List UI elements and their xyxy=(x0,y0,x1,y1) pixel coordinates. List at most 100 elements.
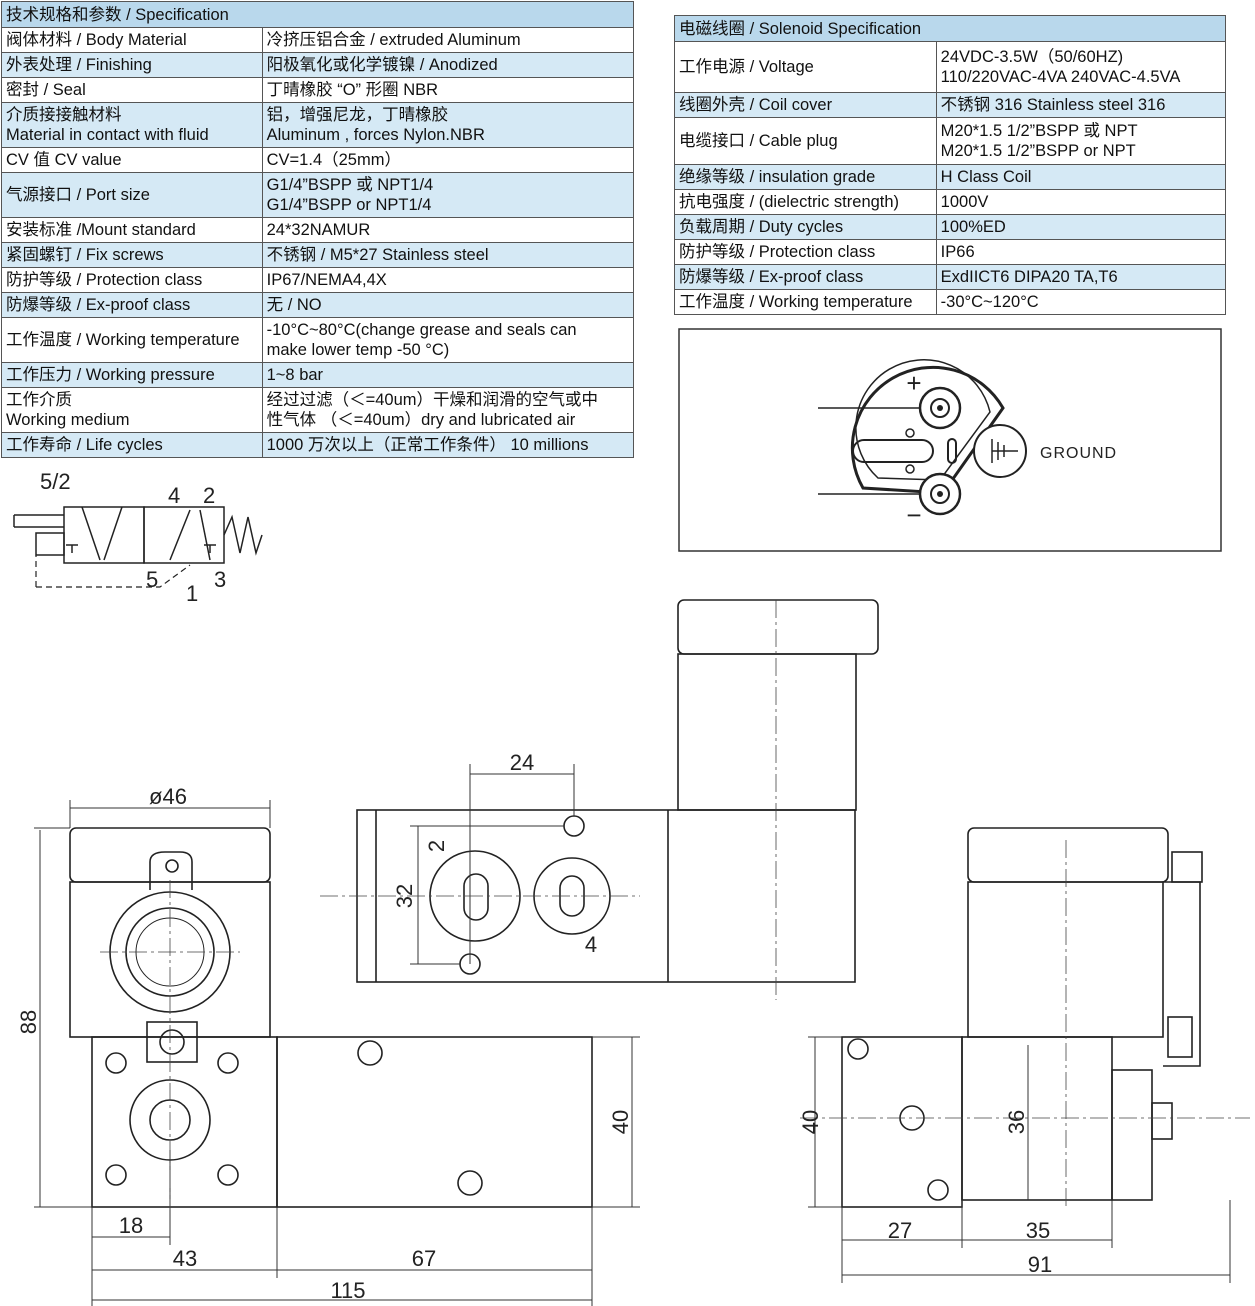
cell-text: ExdIICT6 DIPA20 TA,T6 xyxy=(940,268,1118,286)
row-value: 无 / NO xyxy=(261,292,635,318)
table-row: CV 值 CV value CV=1.4（25mm） xyxy=(1,147,635,173)
cell-text: 防爆等级 / Ex-proof class xyxy=(6,296,191,314)
port-5-label: 5 xyxy=(146,567,158,592)
cell-text: 1~8 bar xyxy=(266,366,324,384)
row-label: 防爆等级 / Ex-proof class xyxy=(1,292,263,318)
row-label: 工作压力 / Working pressure xyxy=(1,362,263,388)
dim-24: 24 xyxy=(510,750,534,775)
row-value: -30°C~120°C xyxy=(935,289,1227,315)
cell-text: 线圈外壳 / Coil cover xyxy=(679,96,833,114)
cell-text: 抗电强度 / (dielectric strength) xyxy=(679,193,900,211)
plus-label: + xyxy=(906,368,921,398)
cell-text: Working medium xyxy=(6,411,130,429)
cell-text: 24VDC-3.5W（50/60HZ) xyxy=(940,48,1124,66)
cell-text: M20*1.5 1/2”BSPP 或 NPT xyxy=(940,122,1138,140)
cell-text: 阀体材料 / Body Material xyxy=(6,31,187,49)
row-value: 不锈钢 / M5*27 Stainless steel xyxy=(261,242,635,268)
row-value: 1~8 bar xyxy=(261,362,635,388)
table-row: 工作介质 Working medium 经过过滤（＜=40um）干燥和润滑的空气或中… xyxy=(1,387,635,433)
cell-text: CV 值 CV value xyxy=(6,151,122,169)
row-value: -10°C~80°C(change grease and seals can ma… xyxy=(261,317,635,363)
row-label: 密封 / Seal xyxy=(1,77,263,103)
minus-label: − xyxy=(906,500,921,530)
cell-text: 铝，增强尼龙，丁晴橡胶 xyxy=(266,106,449,124)
row-value: 1000 万次以上（正常工作条件） 10 millions xyxy=(261,432,635,458)
cell-text: 丁晴橡胶 “O” 形圈 NBR xyxy=(266,81,439,99)
row-label: 电缆接口 / Cable plug xyxy=(674,117,937,165)
table-row: 密封 / Seal 丁晴橡胶 “O” 形圈 NBR xyxy=(1,77,635,103)
cell-text: 防爆等级 / Ex-proof class xyxy=(679,268,864,286)
table-row: 工作寿命 / Life cycles 1000 万次以上（正常工作条件） 10 m… xyxy=(1,432,635,458)
row-value: 1000V xyxy=(935,189,1227,215)
cell-text: IP66 xyxy=(940,243,975,261)
cell-text: 工作介质 xyxy=(6,391,72,409)
cell-text: 工作寿命 / Life cycles xyxy=(6,436,163,454)
cell-text: 1000V xyxy=(940,193,989,211)
cell-text: CV=1.4（25mm） xyxy=(266,151,401,169)
port-4-label: 4 xyxy=(168,483,180,508)
wiring-diagram: + − GROUND xyxy=(678,328,1222,552)
cell-text: M20*1.5 1/2”BSPP or NPT xyxy=(940,142,1136,160)
solenoid-header-row: 电磁线圈 / Solenoid Specification xyxy=(674,15,1226,42)
cell-text: 介质接接触材料 xyxy=(6,106,122,124)
cell-text: make lower temp -50 °C) xyxy=(266,341,450,359)
row-value: 100%ED xyxy=(935,214,1227,240)
cell-text: Aluminum , forces Nylon.NBR xyxy=(266,126,485,144)
table-row: 负载周期 / Duty cycles 100%ED xyxy=(674,214,1227,240)
dim-height-88: 88 xyxy=(16,1010,41,1034)
dim-115: 115 xyxy=(330,1278,365,1303)
dim-18: 18 xyxy=(119,1213,143,1238)
cell-text: 100%ED xyxy=(940,218,1006,236)
port-1-label: 1 xyxy=(186,581,198,606)
table-row: 紧固螺钉 / Fix screws 不锈钢 / M5*27 Stainless s… xyxy=(1,242,635,268)
valve-type-label: 5/2 xyxy=(40,469,71,494)
dim-67: 67 xyxy=(412,1246,436,1271)
row-label: 抗电强度 / (dielectric strength) xyxy=(674,189,937,215)
cell-text: 工作温度 / Working temperature xyxy=(6,331,240,349)
table-row: 防爆等级 / Ex-proof class ExdIICT6 DIPA20 TA,… xyxy=(674,264,1227,290)
cell-text: 24*32NAMUR xyxy=(266,221,371,239)
cell-text: 经过过滤（＜=40um）干燥和润滑的空气或中 xyxy=(266,391,599,409)
port-2-label: 2 xyxy=(203,483,215,508)
row-label: 工作电源 / Voltage xyxy=(674,41,937,93)
cell-text: -10°C~80°C(change grease and seals can xyxy=(266,321,577,339)
top-port-2-label: 2 xyxy=(424,840,449,852)
row-value: M20*1.5 1/2”BSPP 或 NPT M20*1.5 1/2”BSPP o… xyxy=(935,117,1227,165)
cell-text: 负载周期 / Duty cycles xyxy=(679,218,844,236)
cell-text: 阳极氧化或化学镀镍 / Anodized xyxy=(266,56,498,74)
table-row: 防护等级 / Protection class IP66 xyxy=(674,239,1227,265)
row-label: 工作温度 / Working temperature xyxy=(674,289,937,315)
row-value: IP66 xyxy=(935,239,1227,265)
cell-text: 密封 / Seal xyxy=(6,81,86,99)
cell-text: G1/4”BSPP 或 NPT1/4 xyxy=(266,176,434,194)
row-label: 气源接口 / Port size xyxy=(1,172,263,218)
top-port-4-label: 4 xyxy=(585,932,597,957)
row-value: 经过过滤（＜=40um）干燥和润滑的空气或中性气体 （＜=40um）dry an… xyxy=(261,387,635,433)
table-row: 抗电强度 / (dielectric strength) 1000V xyxy=(674,189,1227,215)
cell-text: 1000 万次以上（正常工作条件） 10 millions xyxy=(266,436,589,454)
cell-text: 110/220VAC-4VA 240VAC-4.5VA xyxy=(940,68,1181,86)
cell-text: 防护等级 / Protection class xyxy=(679,243,876,261)
cell-text: 性气体 （＜=40um）dry and lubricated air xyxy=(266,411,576,429)
spec-title: 技术规格和参数 / Specification xyxy=(1,1,634,28)
row-label: 防护等级 / Protection class xyxy=(1,267,263,293)
dim-diameter-46: ø46 xyxy=(149,784,187,809)
port-3-label: 3 xyxy=(214,567,226,592)
pneumatic-schematic: 5/2 4 2 5 3 1 xyxy=(13,469,263,606)
solenoid-title: 电磁线圈 / Solenoid Specification xyxy=(674,15,1226,42)
row-label: 工作寿命 / Life cycles xyxy=(1,432,263,458)
row-label: 安装标准 /Mount standard xyxy=(1,217,263,243)
cell-text: 绝缘等级 / insulation grade xyxy=(679,168,876,186)
cell-text: 紧固螺钉 / Fix screws xyxy=(6,246,164,264)
dim-27: 27 xyxy=(888,1218,912,1243)
row-value: IP67/NEMA4,4X xyxy=(261,267,635,293)
dim-height-40-side: 40 xyxy=(798,1110,823,1134)
cell-text: 防护等级 / Protection class xyxy=(6,271,203,289)
